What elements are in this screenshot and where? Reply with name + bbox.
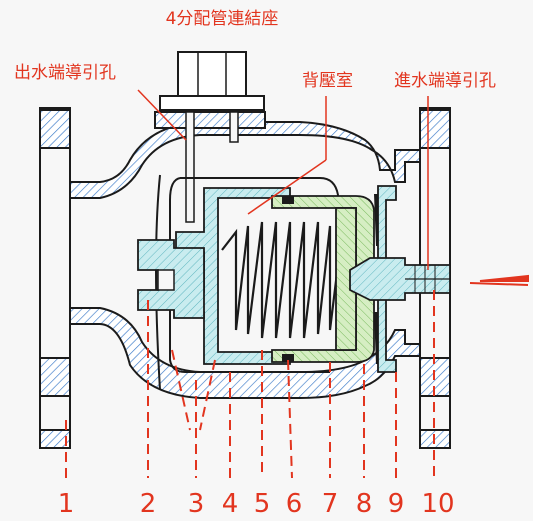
inlet-pilot-label: 進水端導引孔 xyxy=(394,71,496,91)
body-upper-shell xyxy=(69,121,421,199)
back-pressure-label: 背壓室 xyxy=(302,71,353,91)
callout-leaders xyxy=(137,89,429,270)
outlet-pilot-label: 出水端導引孔 xyxy=(14,63,116,83)
left-flange-foot xyxy=(39,429,71,449)
part-number: 7 xyxy=(322,489,339,519)
body-lower-shell xyxy=(69,307,421,399)
pipe-fitting xyxy=(154,51,266,223)
spring xyxy=(221,221,344,339)
part-number: 9 xyxy=(388,489,405,519)
part-numbers: 1 2 3 4 5 6 7 8 9 10 xyxy=(58,489,455,519)
outlet-pilot-hole xyxy=(185,111,195,223)
left-flange-bottom xyxy=(39,357,71,397)
part-leaders xyxy=(65,290,435,479)
seal-top xyxy=(282,196,294,204)
seal-bottom xyxy=(282,354,294,362)
left-flange-top xyxy=(39,109,71,149)
part-number: 5 xyxy=(254,489,271,519)
part-number: 6 xyxy=(286,489,303,519)
piston xyxy=(271,195,375,363)
part-number: 3 xyxy=(188,489,205,519)
fitting-collar xyxy=(159,95,265,111)
part-number: 10 xyxy=(421,489,454,519)
flow-direction-arrow xyxy=(469,274,529,286)
fitting-label: 4分配管連結座 xyxy=(166,9,279,29)
part-number: 1 xyxy=(58,489,75,519)
right-flange-top xyxy=(419,109,451,149)
cartridge-housing xyxy=(169,177,339,373)
part-number: 2 xyxy=(140,489,157,519)
valve-body xyxy=(39,107,451,449)
part-number: 4 xyxy=(222,489,239,519)
part-number: 8 xyxy=(356,489,373,519)
seat-ring xyxy=(377,185,397,373)
fitting-hex xyxy=(177,51,247,97)
cartridge xyxy=(137,177,451,373)
